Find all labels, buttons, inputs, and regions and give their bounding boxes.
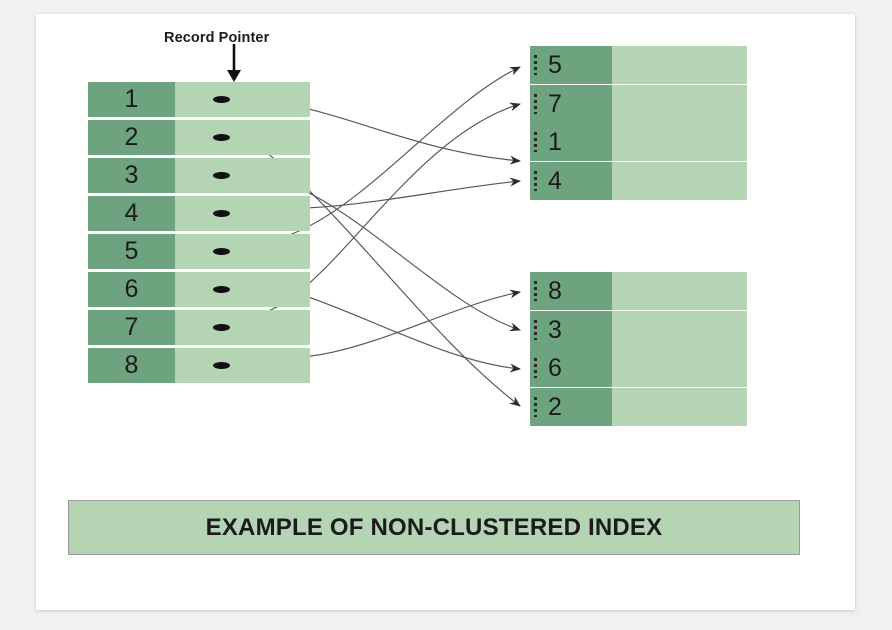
data-value-cell (612, 272, 747, 310)
record-pointer-dot (213, 324, 230, 331)
table-row[interactable]: 5 (530, 46, 747, 84)
data-block-bottom: 8 3 6 2 (530, 272, 747, 437)
index-pointer-cell (175, 82, 310, 117)
row-tick-marks-icon (534, 94, 537, 114)
table-row[interactable]: 4 (530, 162, 747, 200)
row-tick-marks-icon (534, 397, 537, 417)
data-key-cell: 3 (530, 311, 612, 349)
row-tick-marks-icon (534, 55, 537, 75)
row-tick-marks-icon (534, 358, 537, 378)
data-key-cell: 7 (530, 85, 612, 123)
row-tick-marks-icon (534, 281, 537, 301)
index-pointer-cell (175, 348, 310, 383)
table-row[interactable]: 3 (88, 158, 310, 193)
table-row[interactable]: 4 (88, 196, 310, 231)
non-clustered-index-table: 1 2 3 4 5 (88, 82, 310, 383)
index-pointer-cell (175, 310, 310, 345)
table-row[interactable]: 7 (530, 85, 747, 123)
index-key-cell: 8 (88, 348, 175, 383)
record-pointer-arrow-icon (227, 44, 241, 82)
table-row[interactable]: 6 (530, 349, 747, 387)
table-row[interactable]: 3 (530, 311, 747, 349)
index-key-cell: 1 (88, 82, 175, 117)
caption-box: EXAMPLE OF NON-CLUSTERED INDEX (68, 500, 800, 555)
data-value-cell (612, 388, 747, 426)
row-tick-marks-icon (534, 171, 537, 191)
data-value-cell (612, 162, 747, 200)
record-pointer-dot (213, 210, 230, 217)
data-value-cell (612, 85, 747, 123)
data-key-cell: 8 (530, 272, 612, 310)
record-pointer-dot (213, 134, 230, 141)
table-row[interactable]: 6 (88, 272, 310, 307)
table-row[interactable]: 7 (88, 310, 310, 345)
data-block-top: 5 7 1 4 (530, 46, 747, 211)
data-key-cell: 4 (530, 162, 612, 200)
table-row[interactable]: 2 (88, 120, 310, 155)
record-pointer-dot (213, 96, 230, 103)
index-key-cell: 2 (88, 120, 175, 155)
index-pointer-cell (175, 234, 310, 269)
index-key-cell: 5 (88, 234, 175, 269)
caption-text: EXAMPLE OF NON-CLUSTERED INDEX (205, 513, 663, 541)
table-row[interactable]: 2 (530, 388, 747, 426)
record-pointer-label: Record Pointer (164, 30, 270, 46)
index-key-cell: 7 (88, 310, 175, 345)
record-pointer-dot (213, 362, 230, 369)
data-key-cell: 2 (530, 388, 612, 426)
row-tick-marks-icon (534, 320, 537, 340)
table-row[interactable]: 8 (530, 272, 747, 310)
row-tick-marks-icon (534, 132, 537, 152)
data-value-cell (612, 46, 747, 84)
table-row[interactable]: 5 (88, 234, 310, 269)
data-value-cell (612, 311, 747, 349)
data-value-cell (612, 123, 747, 161)
index-key-cell: 6 (88, 272, 175, 307)
index-key-cell: 3 (88, 158, 175, 193)
data-value-cell (612, 349, 747, 387)
record-pointer-dot (213, 286, 230, 293)
table-row[interactable]: 1 (530, 123, 747, 161)
data-key-cell: 5 (530, 46, 612, 84)
index-pointer-cell (175, 196, 310, 231)
data-key-cell: 6 (530, 349, 612, 387)
record-pointer-dot (213, 172, 230, 179)
table-row[interactable]: 1 (88, 82, 310, 117)
data-key-cell: 1 (530, 123, 612, 161)
table-row[interactable]: 8 (88, 348, 310, 383)
index-pointer-cell (175, 120, 310, 155)
record-pointer-dot (213, 248, 230, 255)
index-pointer-cell (175, 272, 310, 307)
index-pointer-cell (175, 158, 310, 193)
index-key-cell: 4 (88, 196, 175, 231)
